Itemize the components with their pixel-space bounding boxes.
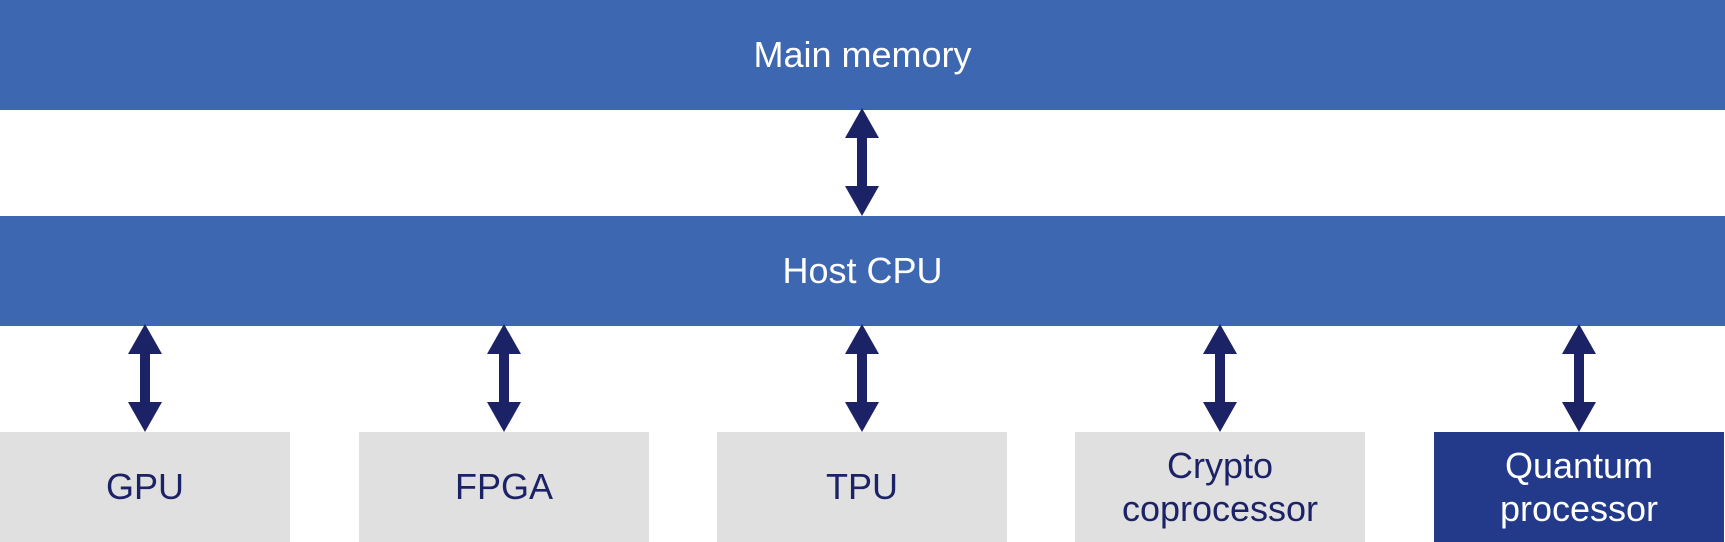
- cpu-gpu-arrow: [128, 324, 162, 432]
- cpu-crypto-arrow: [1203, 324, 1237, 432]
- quantum-processor-block: Quantum processor: [1434, 432, 1724, 542]
- crypto-coprocessor-block: Crypto coprocessor: [1075, 432, 1365, 542]
- main-memory-block: Main memory: [0, 0, 1725, 110]
- memory-cpu-arrow: [845, 108, 879, 216]
- cpu-tpu-arrow: [845, 324, 879, 432]
- fpga-label: FPGA: [454, 466, 553, 508]
- fpga-block: FPGA: [359, 432, 649, 542]
- gpu-label: GPU: [105, 466, 184, 508]
- cpu-quantum-arrow: [1562, 324, 1596, 432]
- crypto-coprocessor-label: Crypto coprocessor: [1121, 444, 1319, 529]
- tpu-label: TPU: [826, 466, 898, 508]
- host-cpu-block: Host CPU: [0, 216, 1725, 326]
- main-memory-label: Main memory: [753, 34, 972, 75]
- host-cpu-label: Host CPU: [782, 250, 943, 291]
- cpu-fpga-arrow: [487, 324, 521, 432]
- gpu-block: GPU: [0, 432, 290, 542]
- quantum-processor-label: Quantum processor: [1499, 444, 1659, 529]
- tpu-block: TPU: [717, 432, 1007, 542]
